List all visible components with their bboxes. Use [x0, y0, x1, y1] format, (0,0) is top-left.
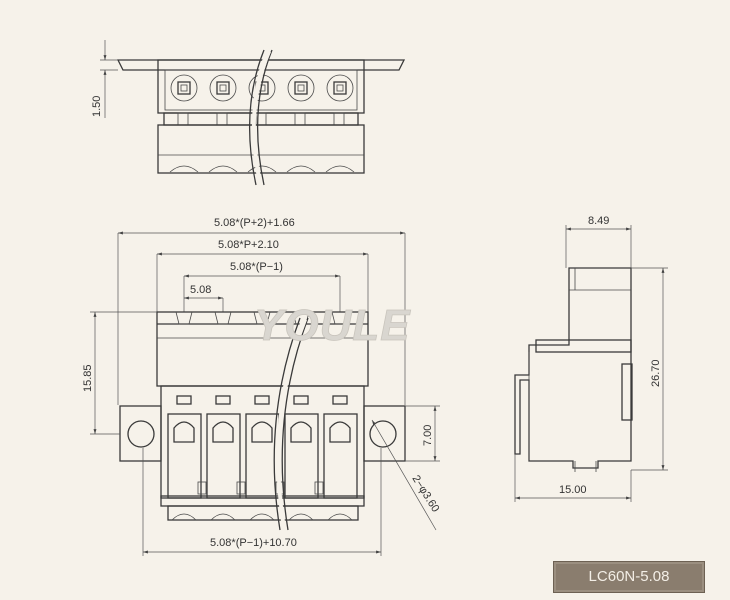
dim-body-width: 5.08*P+2.10 — [218, 239, 279, 251]
side-view: 8.49 26.70 15.00 — [514, 215, 668, 502]
dim-top-height: 1.50 — [91, 96, 103, 117]
dim-overall-width: 5.08*(P+2)+1.66 — [214, 217, 295, 229]
dim-bottom-width: 5.08*(P−1)+10.70 — [210, 537, 297, 549]
dim-flange-height: 7.00 — [422, 425, 434, 446]
dim-pin-span: 5.08*(P−1) — [230, 261, 283, 273]
dim-side-depth: 15.00 — [559, 484, 587, 496]
front-view-wire-entries — [167, 413, 358, 499]
dim-mount-hole: 2−φ3.60 — [409, 473, 441, 514]
dim-pitch: 5.08 — [190, 284, 211, 296]
dim-side-top-width: 8.49 — [588, 215, 609, 227]
dim-side-height: 26.70 — [650, 359, 662, 387]
front-view: 5.08*(P+2)+1.66 5.08*P+2.10 5.08*(P−1) 5… — [82, 217, 441, 556]
top-view-terminals — [170, 74, 354, 102]
top-view: 1.50 — [91, 40, 406, 186]
watermark-logo: YOULE — [254, 301, 411, 350]
dim-front-height: 15.85 — [82, 364, 94, 392]
model-label: LC60N-5.08 — [553, 561, 705, 593]
